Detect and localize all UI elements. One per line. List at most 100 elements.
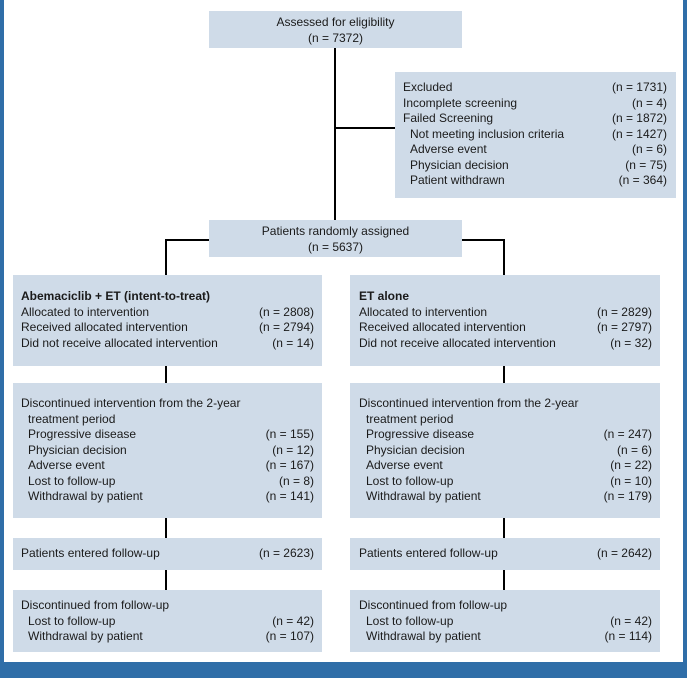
followup-discontinued-row-count: (n = 42) xyxy=(272,613,314,628)
discontinued-row: Adverse event (n = 167) xyxy=(21,458,314,474)
connector-eligibility-to-randomized xyxy=(334,48,336,220)
excluded-row: Incomplete screening (n = 4) xyxy=(403,96,667,112)
discontinued-title: Discontinued intervention from the 2-yea… xyxy=(359,396,579,410)
excluded-row-count: (n = 364) xyxy=(618,173,667,187)
excluded-row-count: (n = 1731) xyxy=(611,80,667,94)
excluded-row: Failed Screening(n = 1872) xyxy=(403,111,667,127)
discontinued-row-label: Progressive disease xyxy=(366,427,475,441)
followup-discontinued-title: Discontinued from follow-up xyxy=(21,598,170,612)
connector-right-3 xyxy=(503,570,505,590)
allocation-row: Allocated to intervention (n = 2808) xyxy=(21,305,314,321)
allocation-row-count: (n = 2797) xyxy=(596,320,652,334)
allocation-row: Allocated to intervention (n = 2829) xyxy=(359,305,652,321)
allocation-row-label: Did not receive allocated intervention xyxy=(359,335,556,350)
followup-discontinued-row-label: Withdrawal by patient xyxy=(366,629,481,643)
discontinued-row-count: (n = 12) xyxy=(272,442,314,457)
discontinued-row-label: Withdrawal by patient xyxy=(366,489,481,503)
excluded-row-label: Physician decision xyxy=(410,157,509,172)
eligibility-count: (n = 7372) xyxy=(307,30,364,45)
excluded-row-count: (n = 75) xyxy=(625,157,667,172)
allocation-row: Did not receive allocated intervention (n… xyxy=(21,336,314,352)
allocation-row-count: (n = 32) xyxy=(610,335,652,350)
followup-discontinued-row-count: (n = 114) xyxy=(604,629,652,643)
connector-left-3 xyxy=(165,570,167,590)
discontinued-row-label: Adverse event xyxy=(28,458,105,472)
connector-split-left-horizontal xyxy=(165,239,210,241)
followup-discontinued-row: Withdrawal by patient (n = 114) xyxy=(359,629,652,645)
discontinued-row: Progressive disease (n = 155) xyxy=(21,427,314,443)
followup-discontinued-title: Discontinued from follow-up xyxy=(359,598,508,612)
connector-split-right-horizontal xyxy=(461,239,505,241)
frame-left-border xyxy=(0,0,4,662)
allocation-row-label: Did not receive allocated intervention xyxy=(21,335,218,350)
connector-split-right-vertical xyxy=(503,239,505,275)
excluded-row-count: (n = 1427) xyxy=(611,126,667,141)
allocation-row: Did not receive allocated intervention (n… xyxy=(359,336,652,352)
discontinued-row: Lost to follow-up(n = 10) xyxy=(359,474,652,490)
discontinued-title-cont: treatment period xyxy=(28,411,116,426)
allocation-row-count: (n = 2794) xyxy=(258,320,314,334)
discontinued-row: Physician decision(n = 6) xyxy=(359,443,652,459)
arm-1-allocation-box: Abemaciclib + ET (intent-to-treat)Alloca… xyxy=(13,275,322,366)
excluded-row-count: (n = 6) xyxy=(631,142,667,156)
excluded-row: Not meeting inclusion criteria (n = 1427) xyxy=(403,127,667,143)
excluded-row: Adverse event (n = 6) xyxy=(403,142,667,158)
allocation-row: Received allocated intervention (n = 2794… xyxy=(21,320,314,336)
frame-bottom-bar xyxy=(0,662,687,678)
discontinued-row-count: (n = 167) xyxy=(265,458,314,472)
discontinued-row-label: Physician decision xyxy=(28,442,127,457)
discontinued-row: Lost to follow-up(n = 8) xyxy=(21,474,314,490)
allocation-row-label: Received allocated intervention xyxy=(359,320,526,334)
excluded-row-label: Patient withdrawn xyxy=(410,173,505,187)
followup-row-label: Patients entered follow-up xyxy=(21,546,160,560)
excluded-row-label: Adverse event xyxy=(410,142,487,156)
allocation-row-label: Received allocated intervention xyxy=(21,320,188,334)
eligibility-title: Assessed for eligibility xyxy=(276,15,395,29)
discontinued-row-count: (n = 155) xyxy=(265,427,314,441)
discontinued-row-label: Withdrawal by patient xyxy=(28,489,143,503)
discontinued-row-count: (n = 247) xyxy=(603,427,652,441)
connector-right-1 xyxy=(503,366,505,383)
arm-2-discontinued-box: Discontinued intervention from the 2-yea… xyxy=(350,383,660,518)
discontinued-row: Withdrawal by patient (n = 179) xyxy=(359,489,652,505)
excluded-box: Excluded (n = 1731) Incomplete screening (n… xyxy=(395,72,676,198)
followup-discontinued-row-count: (n = 42) xyxy=(610,613,652,628)
arm-2-followup-box: Patients entered follow-up(n = 2642) xyxy=(350,538,660,570)
followup-discontinued-row-label: Lost to follow-up xyxy=(366,613,454,628)
followup-discontinued-row: Lost to follow-up (n = 42) xyxy=(359,614,652,630)
allocation-row-count: (n = 2829) xyxy=(596,304,652,319)
frame-right-border xyxy=(683,0,687,662)
excluded-row-count: (n = 4) xyxy=(631,95,667,110)
allocation-row-label: Allocated to intervention xyxy=(21,304,150,319)
followup-row-label: Patients entered follow-up xyxy=(359,546,498,560)
excluded-row: Excluded (n = 1731) xyxy=(403,80,667,96)
discontinued-row-count: (n = 141) xyxy=(265,489,314,503)
allocation-row-count: (n = 2808) xyxy=(258,304,314,319)
excluded-row-label: Failed Screening xyxy=(403,111,494,125)
excluded-row-label: Not meeting inclusion criteria xyxy=(410,126,565,141)
discontinued-title-cont: treatment period xyxy=(366,411,454,426)
excluded-row: Physician decision (n = 75) xyxy=(403,158,667,174)
followup-discontinued-row: Withdrawal by patient(n = 107) xyxy=(21,629,314,645)
connector-to-excluded xyxy=(335,127,395,129)
connector-right-2 xyxy=(503,518,505,538)
discontinued-row: Physician decision (n = 12) xyxy=(21,443,314,459)
discontinued-row-count: (n = 179) xyxy=(603,489,652,503)
eligibility-box: Assessed for eligibility (n = 7372) xyxy=(209,11,462,48)
discontinued-row: Progressive disease (n = 247) xyxy=(359,427,652,443)
excluded-row-label: Incomplete screening xyxy=(403,95,518,110)
followup-discontinued-row-label: Withdrawal by patient xyxy=(28,629,143,643)
discontinued-row-label: Physician decision xyxy=(366,442,465,457)
discontinued-row: Adverse event(n = 22) xyxy=(359,458,652,474)
discontinued-row-label: Progressive disease xyxy=(28,427,137,441)
connector-left-2 xyxy=(165,518,167,538)
excluded-row-label: Excluded xyxy=(403,80,453,94)
connector-left-1 xyxy=(165,366,167,383)
followup-discontinued-row: Lost to follow-up(n = 42) xyxy=(21,614,314,630)
allocation-row-count: (n = 14) xyxy=(272,335,314,350)
discontinued-row-label: Lost to follow-up xyxy=(366,473,454,488)
allocation-row-label: Allocated to intervention xyxy=(359,304,488,319)
